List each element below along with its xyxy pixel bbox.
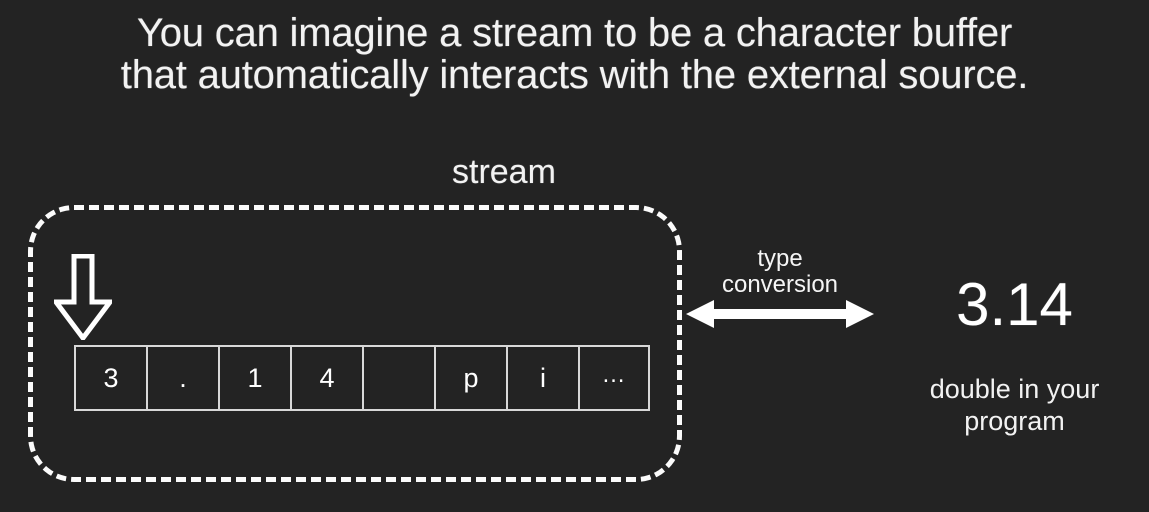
page-title-line-1: You can imagine a stream to be a charact…: [136, 11, 1013, 55]
type-conversion-label-line-1: type: [757, 245, 803, 272]
page-title-line-2: that automatically interacts with the ex…: [120, 53, 1029, 97]
buffer-cell: .: [146, 345, 218, 411]
page-title: You can imagine a stream to be a charact…: [0, 12, 1149, 96]
type-conversion-label-line-2: conversion: [721, 271, 839, 298]
character-buffer: 3 . 1 4 p i …: [74, 345, 650, 411]
buffer-cell: 4: [290, 345, 362, 411]
buffer-cell: p: [434, 345, 506, 411]
buffer-cell: …: [578, 345, 650, 411]
program-value: 3.14: [956, 271, 1073, 338]
double-headed-horizontal-arrow-icon: [686, 298, 874, 330]
program-value-caption-line-2: program: [964, 406, 1065, 436]
down-arrow-icon: [54, 254, 112, 340]
type-conversion-label: type conversion: [688, 246, 872, 298]
buffer-cell: 3: [74, 345, 146, 411]
program-value-caption-line-1: double in your: [929, 374, 1100, 404]
buffer-cell: i: [506, 345, 578, 411]
buffer-cell: [362, 345, 434, 411]
stream-container: [28, 205, 682, 482]
stream-label: stream: [452, 153, 556, 191]
buffer-cell: 1: [218, 345, 290, 411]
program-value-caption: double in your program: [880, 373, 1149, 437]
